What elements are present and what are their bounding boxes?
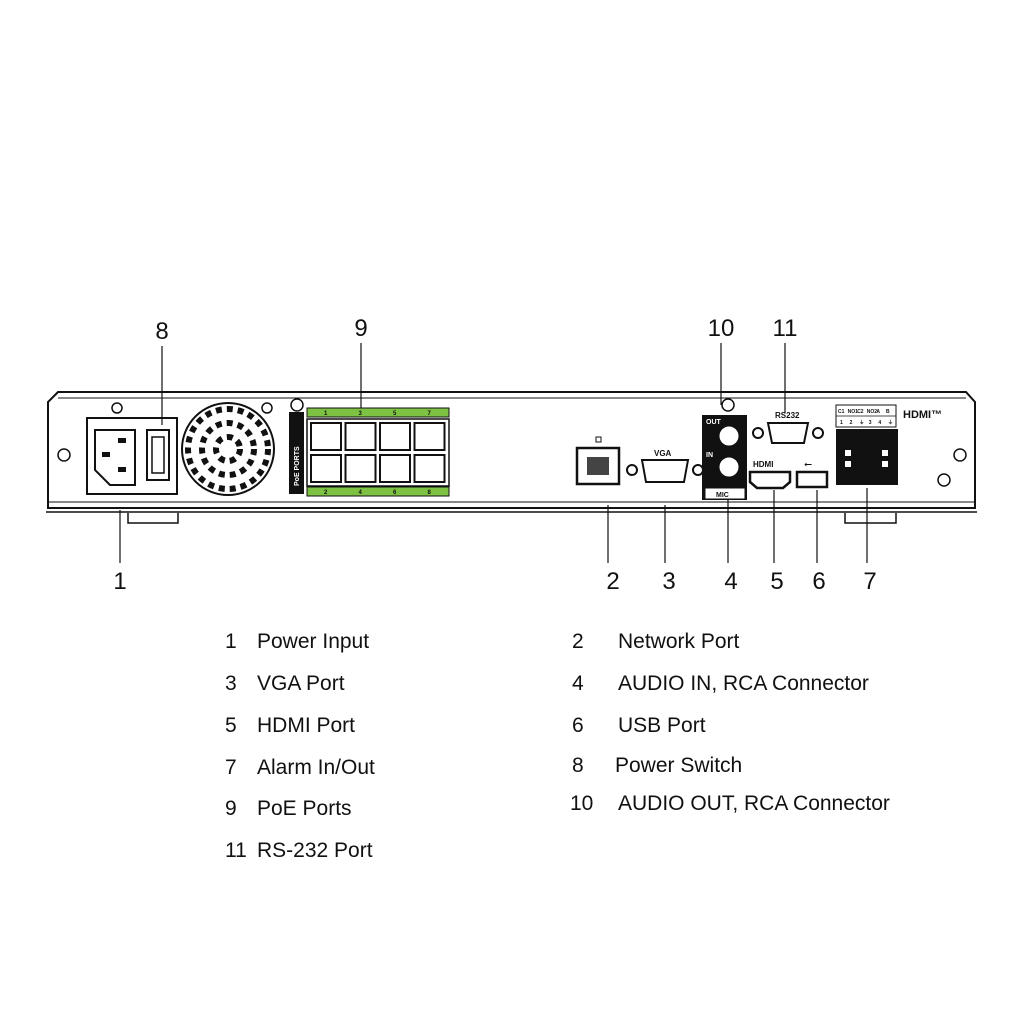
poe-port-number: 7 — [428, 411, 432, 417]
poe-port-number: 2 — [324, 490, 328, 496]
chassis-feet — [127, 513, 897, 524]
usb-port: ⭠ — [795, 459, 829, 489]
rs232-port: RS232 — [752, 411, 824, 444]
legend-label: Alarm In/Out — [257, 756, 375, 779]
legend-label: AUDIO OUT, RCA Connector — [618, 792, 890, 815]
svg-text:⭠: ⭠ — [804, 459, 812, 470]
poe-jack — [310, 422, 342, 451]
svg-text:VGA: VGA — [654, 449, 672, 458]
leader-lines — [119, 343, 868, 563]
legend-number: 5 — [225, 714, 237, 737]
legend-number: 3 — [225, 672, 237, 695]
poe-jack — [344, 454, 377, 483]
alarm-label: C2 — [857, 409, 864, 415]
poe-jack — [413, 422, 446, 451]
legend-item: 2 Network Port — [572, 630, 739, 654]
poe-ports-label: PoE PORTS — [294, 446, 301, 486]
callout-5: 5 — [770, 568, 784, 595]
legend-number: 11 — [225, 839, 247, 862]
legend-label: AUDIO IN, RCA Connector — [618, 672, 869, 695]
poe-jack — [413, 454, 446, 483]
svg-text:MIC: MIC — [716, 492, 729, 499]
alarm-pin-number: ⏚ — [859, 419, 864, 426]
legend-label: Network Port — [618, 630, 740, 653]
callout-9: 9 — [354, 315, 368, 342]
alarm-pin-number: 3 — [869, 420, 872, 426]
legend-number: 8 — [572, 754, 584, 777]
alarm-label: B — [886, 409, 890, 415]
screw-icons — [57, 398, 967, 487]
legend-label: HDMI Port — [257, 714, 356, 737]
poe-port-number: 1 — [324, 411, 328, 417]
callout-3: 3 — [662, 568, 676, 595]
alarm-label: NO2 — [867, 409, 878, 415]
alarm-pin-number: ⏚ — [888, 419, 893, 426]
poe-jack — [310, 454, 342, 483]
legend-label: Power Input — [257, 630, 370, 653]
alarm-pin-number: 4 — [878, 420, 881, 426]
legend-item: 4 AUDIO IN, RCA Connector — [572, 672, 869, 696]
legend-item: 8 Power Switch — [572, 754, 742, 778]
poe-port-number: 8 — [428, 490, 432, 496]
svg-text:OUT: OUT — [706, 419, 722, 426]
callout-11: 11 — [772, 315, 798, 342]
svg-text:IN: IN — [706, 452, 713, 459]
legend-item: 10 AUDIO OUT, RCA Connector — [570, 792, 890, 816]
svg-text:HDMI: HDMI — [753, 460, 773, 469]
alarm-label: NO1 — [848, 409, 859, 415]
poe-ports-block: PoE PORTS 1 2 3 4 5 6 7 8 — [289, 407, 450, 497]
callout-6: 6 — [812, 568, 826, 595]
poe-jack — [379, 454, 411, 483]
callout-2: 2 — [606, 568, 620, 595]
hdmi-logo: HDMI™ — [903, 409, 942, 421]
legend-number: 2 — [572, 630, 584, 653]
legend-item: 3 VGA Port — [225, 672, 345, 696]
audio-rca-block: OUT IN MIC — [702, 415, 747, 500]
legend-number: 10 — [570, 792, 594, 815]
power-switch — [146, 429, 170, 481]
fan-grille — [181, 402, 275, 496]
legend-label: USB Port — [618, 714, 706, 737]
callout-1: 1 — [113, 568, 127, 595]
alarm-pin-number: 2 — [850, 420, 853, 426]
legend-item: 7 Alarm In/Out — [225, 756, 375, 780]
poe-jack — [379, 422, 411, 451]
legend-item: 11 RS-232 Port — [225, 839, 373, 863]
network-port — [575, 436, 621, 486]
legend-item: 9 PoE Ports — [225, 797, 352, 821]
alarm-pin-number: 1 — [840, 420, 843, 426]
legend-item: 6 USB Port — [572, 714, 706, 738]
legend-number: 7 — [225, 756, 237, 779]
legend-number: 4 — [572, 672, 584, 695]
legend-item: 5 HDMI Port — [225, 714, 355, 738]
alarm-label: C1 — [838, 409, 845, 415]
alarm-label: A — [876, 409, 880, 415]
legend-label: RS-232 Port — [257, 839, 373, 862]
legend-label: PoE Ports — [257, 797, 352, 820]
poe-port-number: 4 — [359, 490, 363, 496]
callout-7: 7 — [863, 568, 877, 595]
poe-jack — [344, 422, 377, 451]
poe-port-number: 6 — [393, 490, 397, 496]
legend-label: Power Switch — [615, 754, 743, 777]
poe-port-number: 3 — [359, 411, 363, 417]
callout-10: 10 — [707, 315, 735, 342]
legend-label: VGA Port — [257, 672, 345, 695]
legend-number: 1 — [225, 630, 237, 653]
legend-item: 1 Power Input — [225, 630, 369, 654]
hdmi-port: HDMI — [748, 460, 792, 490]
callout-4: 4 — [724, 568, 738, 595]
svg-text:RS232: RS232 — [775, 411, 800, 420]
callout-8: 8 — [155, 318, 169, 345]
legend-number: 6 — [572, 714, 584, 737]
poe-port-number: 5 — [393, 411, 397, 417]
legend-number: 9 — [225, 797, 237, 820]
